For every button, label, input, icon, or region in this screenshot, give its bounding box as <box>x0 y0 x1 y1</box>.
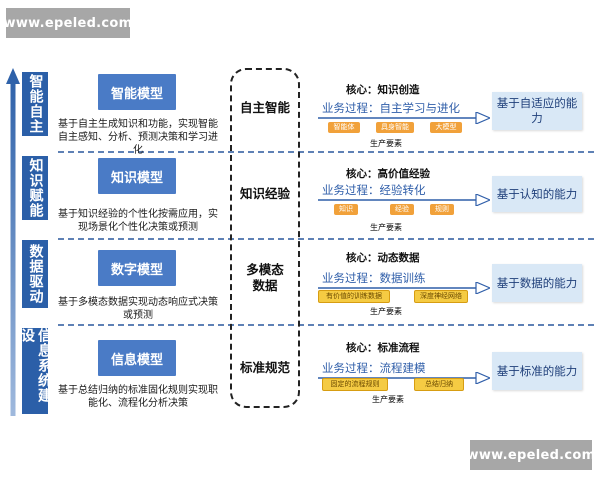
center-dashed-frame <box>230 68 300 408</box>
separator-line <box>58 238 594 240</box>
core-label: 核心：动态数据 <box>346 252 420 264</box>
model-box-information: 信息模型 <box>98 340 176 376</box>
business-process-text: 业务过程：自主学习与进化 <box>322 101 460 115</box>
separator-line <box>58 151 594 153</box>
factor-tag: 大模型 <box>430 122 462 133</box>
side-label-knowledge-enablement: 知识赋能 <box>22 156 48 220</box>
core-label: 核心：高价值经验 <box>346 168 430 180</box>
factor-tag: 深度神经网络 <box>414 290 468 303</box>
model-description: 基于知识经验的个性化按需应用，实现场景化个性化决策或预测 <box>58 209 218 233</box>
side-label-data-driven: 数据驱动 <box>22 240 48 308</box>
production-factor-label: 生产要素 <box>372 395 404 404</box>
center-label-knowledge-experience: 知识经验 <box>239 186 290 201</box>
capability-box-standard: 基于标准的能力 <box>492 352 582 390</box>
factor-tag: 固定的流程规则 <box>322 378 388 391</box>
separator-line <box>58 324 594 326</box>
model-box-intelligent: 智能模型 <box>98 74 176 110</box>
process-arrow-icon <box>318 194 490 206</box>
capability-box-cognitive: 基于认知的能力 <box>492 176 582 212</box>
factor-tag: 总结归纳 <box>414 378 464 391</box>
model-description: 基于多模态数据实现动态响应式决策或预测 <box>58 297 218 321</box>
watermark-bottom: www.epeled.com <box>467 440 595 470</box>
core-label: 核心：知识创造 <box>346 84 420 96</box>
model-box-knowledge: 知识模型 <box>98 158 176 194</box>
center-label-multimodal-data: 多模态数据 <box>246 262 284 293</box>
production-factor-label: 生产要素 <box>370 139 402 148</box>
capability-box-adaptive: 基于自适应的能力 <box>492 92 582 130</box>
core-label: 核心：标准流程 <box>346 342 420 354</box>
process-arrow-icon <box>318 112 490 124</box>
process-arrow-icon <box>318 282 490 294</box>
side-label-information-system: 信息系统建设 <box>19 328 52 414</box>
production-factor-label: 生产要素 <box>370 307 402 316</box>
business-process-text: 业务过程：流程建模 <box>322 361 426 375</box>
center-label-autonomous-intelligence: 自主智能 <box>239 100 290 115</box>
factor-tag: 经验 <box>390 204 414 215</box>
watermark-top: www.epeled.com <box>4 8 132 38</box>
factor-tag: 智能体 <box>328 122 360 133</box>
production-factor-label: 生产要素 <box>370 223 402 232</box>
model-box-digital: 数字模型 <box>98 250 176 286</box>
business-process-text: 业务过程：经验转化 <box>322 183 426 197</box>
side-label-intelligent-autonomy: 智能自主 <box>22 72 48 136</box>
factor-tag: 具身智能 <box>376 122 414 133</box>
business-process-text: 业务过程：数据训练 <box>322 271 426 285</box>
progression-arrow-icon <box>6 68 20 416</box>
center-label-standards: 标准规范 <box>239 360 290 375</box>
model-description: 基于自主生成知识和功能，实现智能自主感知、分析、预测决策和学习进化 <box>58 119 218 156</box>
model-description: 基于总结归纳的标准固化规则实现职能化、流程化分析决策 <box>58 385 218 409</box>
factor-tag: 有价值的训练数据 <box>318 290 390 303</box>
factor-tag: 规则 <box>430 204 454 215</box>
factor-tag: 知识 <box>334 204 358 215</box>
capability-box-data: 基于数据的能力 <box>492 264 582 302</box>
